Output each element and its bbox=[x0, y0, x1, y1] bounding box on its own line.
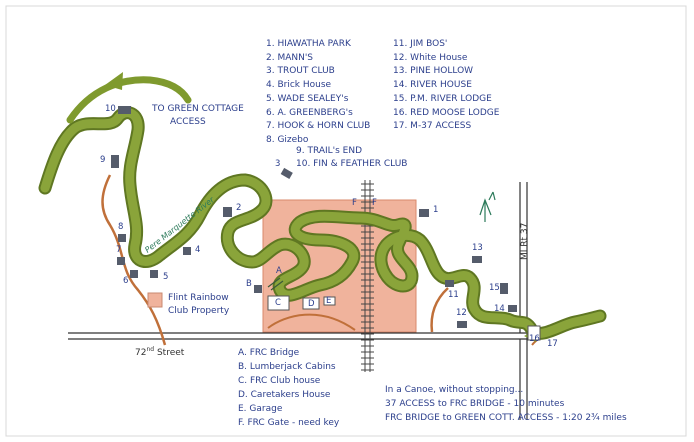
legend-item: D. Caretakers House bbox=[238, 390, 331, 400]
marker-b: B bbox=[246, 279, 252, 289]
green-cottage-label-2: ACCESS bbox=[170, 117, 206, 127]
building-9 bbox=[111, 155, 119, 168]
building-15 bbox=[500, 283, 508, 294]
legend-item: 2. MANN'S bbox=[266, 52, 314, 63]
marker-6: 6 bbox=[123, 276, 129, 286]
legend-item: 3. TROUT CLUB bbox=[266, 66, 335, 77]
marker-a: A bbox=[276, 266, 282, 276]
numbered-legend-right: 11. JIM BOS' 12. White House 13. PINE HO… bbox=[393, 38, 499, 134]
legend-item: E. Garage bbox=[238, 404, 283, 414]
property-label-2: Club Property bbox=[168, 306, 230, 316]
marker-c: C bbox=[275, 298, 281, 308]
marker-15: 15 bbox=[489, 283, 500, 293]
street-label: 72nd Street bbox=[135, 346, 185, 358]
legend-item: 5. WADE SEALEY's bbox=[266, 93, 349, 104]
marker-12: 12 bbox=[456, 308, 467, 318]
marker-e: E bbox=[326, 296, 332, 306]
building-12 bbox=[457, 321, 467, 328]
legend-item: B. Lumberjack Cabins bbox=[238, 362, 336, 372]
legend-item: 6. A. GREENBERG's bbox=[266, 107, 353, 118]
building-10 bbox=[118, 106, 131, 114]
legend-item-9: 9. TRAIL's END bbox=[296, 146, 363, 156]
building-8 bbox=[118, 234, 126, 242]
legend-item: 13. PINE HOLLOW bbox=[393, 66, 474, 77]
legend-item: 4. Brick House bbox=[266, 80, 332, 91]
marker-f-east: F bbox=[372, 198, 377, 208]
legend-item: F. FRC Gate - need key bbox=[238, 418, 340, 428]
marker-11: 11 bbox=[448, 290, 459, 300]
building-14 bbox=[508, 305, 517, 312]
marker-9: 9 bbox=[100, 155, 106, 165]
north-arrow-icon bbox=[479, 191, 496, 222]
building-b bbox=[254, 285, 262, 293]
canoe-note-line: FRC BRIDGE to GREEN COTT. ACCESS - 1:20 … bbox=[385, 413, 627, 423]
legend-item: 17. M-37 ACCESS bbox=[393, 121, 472, 132]
legend-item: 15. P.M. RIVER LODGE bbox=[393, 93, 492, 104]
legend-item: 12. White House bbox=[393, 52, 468, 63]
marker-8: 8 bbox=[118, 222, 124, 232]
garage-e-box bbox=[323, 296, 336, 306]
marker-1: 1 bbox=[433, 205, 439, 215]
legend-item: 11. JIM BOS' bbox=[393, 39, 448, 49]
legend-item: 14. RIVER HOUSE bbox=[393, 80, 472, 91]
canoe-note-line: 37 ACCESS to FRC BRIDGE - 10 minutes bbox=[385, 399, 565, 409]
marker-17: 17 bbox=[547, 339, 558, 349]
caretakers-d-box bbox=[302, 297, 320, 310]
marker-2: 2 bbox=[236, 203, 242, 213]
building-3 bbox=[280, 167, 293, 179]
frc-bridge-marker bbox=[267, 277, 284, 291]
legend-item-10: 10. FIN & FEATHER CLUB bbox=[296, 159, 408, 169]
lettered-legend: A. FRC Bridge B. Lumberjack Cabins C. FR… bbox=[238, 346, 339, 430]
building-6 bbox=[130, 270, 138, 278]
marker-14: 14 bbox=[494, 304, 505, 314]
legend-item: 8. Gizebo bbox=[266, 134, 309, 145]
building-4 bbox=[183, 247, 191, 255]
numbered-legend-left: 1. HIAWATHA PARK 2. MANN'S 3. TROUT CLUB… bbox=[266, 38, 370, 148]
building-7 bbox=[117, 257, 125, 265]
marker-d: D bbox=[308, 299, 315, 309]
trail-east bbox=[430, 287, 449, 333]
route-37-label: MI Rt 37 bbox=[520, 222, 530, 260]
marker-16: 16 bbox=[529, 334, 540, 344]
legend-item: A. FRC Bridge bbox=[238, 348, 300, 358]
building-5 bbox=[150, 270, 158, 278]
m37-access-box bbox=[527, 325, 541, 341]
marker-4: 4 bbox=[195, 245, 201, 255]
marker-7: 7 bbox=[116, 245, 122, 255]
building-markers bbox=[111, 106, 517, 328]
trail-property bbox=[267, 313, 356, 331]
clubhouse-c-box bbox=[267, 295, 290, 311]
marker-10: 10 bbox=[105, 104, 116, 114]
legend-item: 16. RED MOOSE LODGE bbox=[393, 107, 500, 118]
building-11 bbox=[445, 280, 454, 287]
marker-5: 5 bbox=[163, 272, 169, 282]
building-1 bbox=[419, 209, 429, 217]
building-2 bbox=[223, 207, 232, 217]
marker-13: 13 bbox=[472, 243, 483, 253]
pere-marquette-river bbox=[38, 106, 607, 340]
legend-item: C. FRC Club house bbox=[238, 376, 321, 386]
marker-3: 3 bbox=[275, 159, 281, 169]
legend-item: 1. HIAWATHA PARK bbox=[266, 39, 351, 49]
legend-item: 7. HOOK & HORN CLUB bbox=[266, 121, 371, 132]
green-cottage-label: TO GREEN COTTAGE bbox=[152, 104, 244, 114]
building-13 bbox=[472, 256, 482, 263]
green-cottage-arrow bbox=[66, 72, 192, 124]
marker-f-west: F bbox=[352, 198, 357, 208]
property-label: Flint Rainbow bbox=[168, 293, 229, 303]
property-legend-swatch bbox=[147, 292, 163, 308]
canoe-note-title: In a Canoe, without stopping... bbox=[385, 385, 524, 395]
